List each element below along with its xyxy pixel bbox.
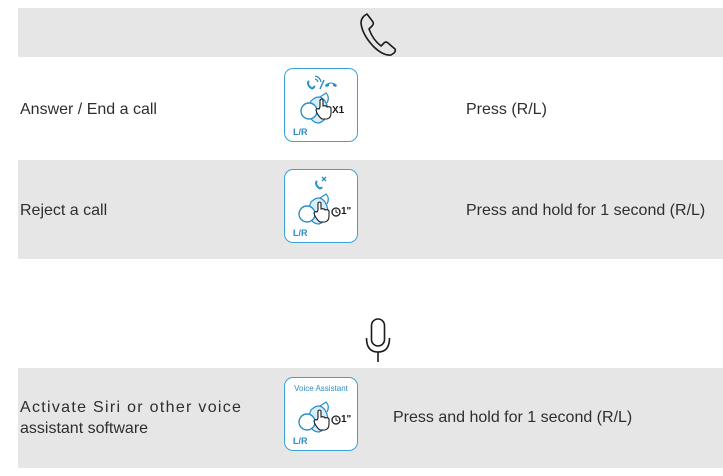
voice-assistant-gesture-card: Voice Assistant 1" L/R bbox=[284, 377, 358, 451]
timer-icon bbox=[331, 415, 341, 425]
gesture-count-label: X1 bbox=[332, 105, 345, 116]
voice-assistant-action: Press and hold for 1 second (R/L) bbox=[393, 409, 633, 426]
voice-assistant-label-line1: Activate Siri or other voice bbox=[20, 399, 243, 416]
reject-call-row bbox=[18, 160, 723, 259]
earbud-side-tag: L/R bbox=[293, 127, 308, 137]
reject-call-icon bbox=[315, 180, 323, 190]
microphone-icon bbox=[364, 318, 392, 369]
earbud-side-tag: L/R bbox=[293, 228, 308, 238]
timer-icon bbox=[331, 207, 341, 217]
answer-end-call-label: Answer / End a call bbox=[20, 101, 157, 118]
reject-call-gesture-card: 1" L/R bbox=[284, 169, 358, 243]
reject-call-action: Press and hold for 1 second (R/L) bbox=[466, 202, 706, 219]
hold-duration-label: 1" bbox=[341, 414, 352, 425]
end-call-icon bbox=[325, 82, 337, 87]
hold-duration-label: 1" bbox=[341, 206, 352, 217]
reject-call-label: Reject a call bbox=[20, 202, 108, 219]
voice-assistant-label-line2: assistant software bbox=[20, 420, 149, 437]
earbud-side-tag: L/R bbox=[293, 436, 308, 446]
voice-assistant-row bbox=[18, 368, 723, 468]
answer-end-call-gesture-card: X1 L/R bbox=[284, 68, 358, 142]
phone-handset-icon bbox=[357, 10, 399, 61]
phone-icon bbox=[307, 80, 316, 90]
answer-end-call-action: Press (R/L) bbox=[466, 101, 547, 118]
voice-assistant-card-title: Voice Assistant bbox=[294, 384, 348, 393]
